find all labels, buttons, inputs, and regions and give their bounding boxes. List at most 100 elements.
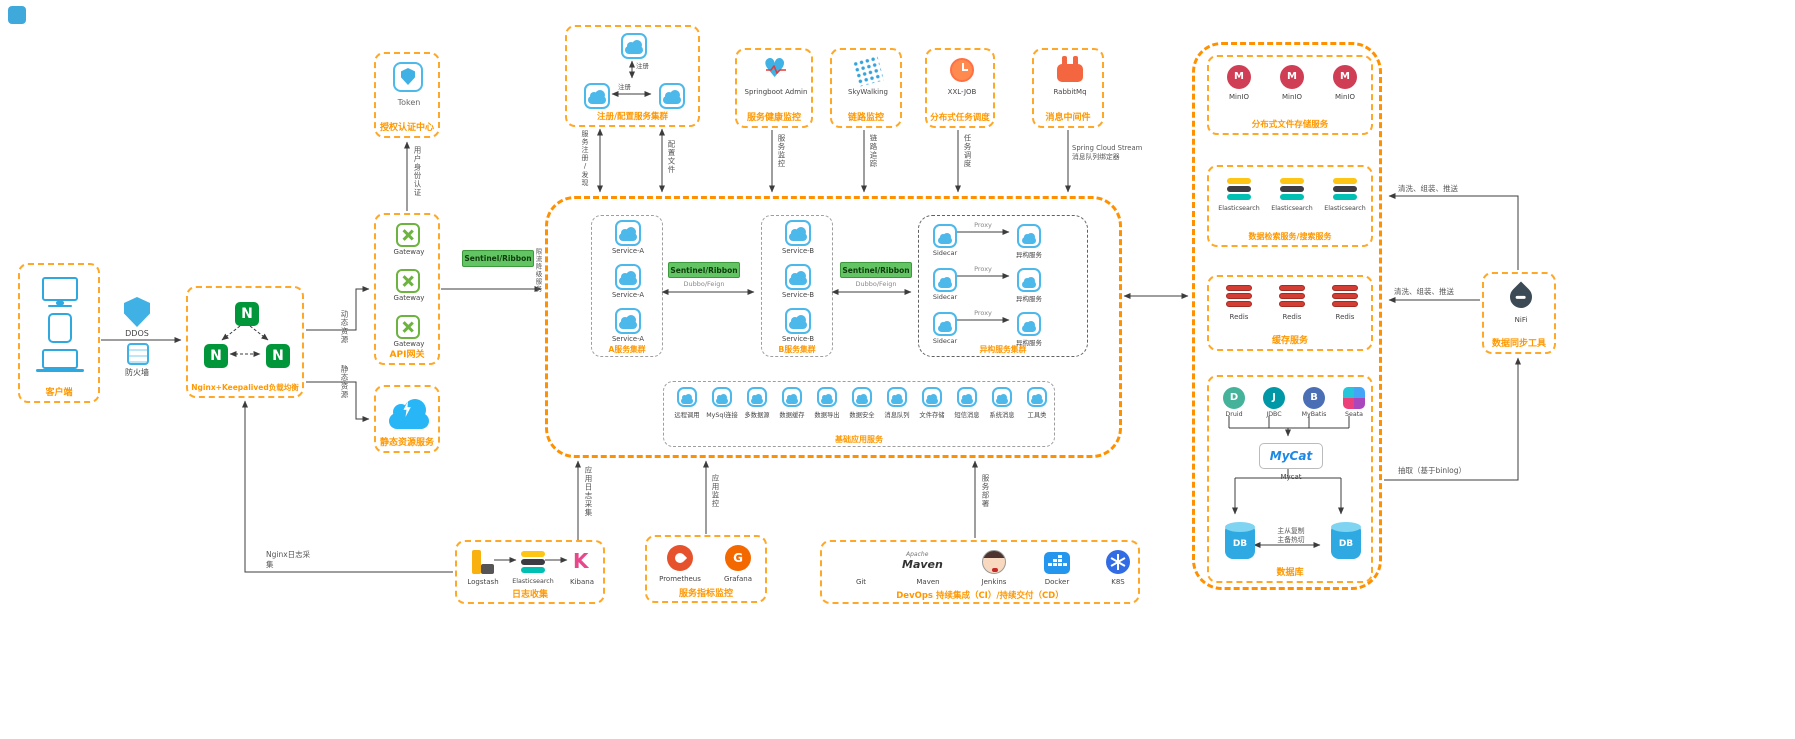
- gateway-icon: [396, 269, 420, 293]
- token-label: Token: [397, 98, 421, 107]
- redis-box: Redis Redis Redis 缓存服务: [1207, 275, 1373, 351]
- base-service-icon: [887, 387, 907, 407]
- jdbc-label: JDBC: [1266, 411, 1282, 418]
- static-resource-box: 静态资源服务: [374, 385, 440, 453]
- redis-label: Redis: [1282, 313, 1302, 321]
- base-service-label: MySql连接: [706, 412, 738, 419]
- docker-label: Docker: [1044, 578, 1070, 586]
- hetero-service-icon: [1017, 224, 1041, 248]
- base-service-icon: [817, 387, 837, 407]
- storage-super-box: M MinIO M MinIO M MinIO 分布式文件存储服务 Elasti…: [1192, 42, 1382, 590]
- app-corner-icon: [8, 6, 26, 24]
- service-a-icon: [615, 308, 641, 334]
- dubbo-feign-label: Dubbo/Feign: [855, 280, 897, 288]
- base-service-label: 多数据源: [744, 412, 770, 419]
- hetero-cluster-label: 异构服务集群: [979, 345, 1027, 354]
- database-box: D Druid J JDBC B MyBatis Seata MyCat Myc…: [1207, 375, 1373, 583]
- maven-label: Maven: [916, 578, 940, 586]
- metrics-label: 服务指标监控: [678, 589, 733, 599]
- base-service-label: 远程调用: [674, 412, 700, 419]
- service-b-label: Service-B: [782, 335, 814, 343]
- edge-clean-push: 清洗、组装、推送: [1398, 184, 1458, 193]
- base-service-icon: [1027, 387, 1047, 407]
- service-b-box: Service-B Service-B Service-B B服务集群: [761, 215, 833, 357]
- jdbc-icon: J: [1263, 387, 1285, 409]
- proxy-label: Proxy: [974, 265, 992, 273]
- metrics-box: Prometheus G Grafana 服务指标监控: [645, 535, 767, 603]
- minio-icon: M: [1280, 65, 1304, 89]
- registry-node-icon: [659, 83, 685, 109]
- laptop-icon: [42, 349, 78, 369]
- edge-app-log: 应用日志采集: [584, 466, 593, 517]
- k8s-label: K8S: [1111, 578, 1125, 586]
- base-service-label: 短信消息: [954, 412, 980, 419]
- jenkins-label: Jenkins: [981, 578, 1007, 586]
- minio-box: M MinIO M MinIO M MinIO 分布式文件存储服务: [1207, 55, 1373, 135]
- edge-app-monitor: 应用监控: [711, 474, 720, 508]
- monitor-stand: [56, 301, 64, 305]
- base-services-box: 远程调用 MySql连接 多数据源 数据缓存 数据导出 数据安全 消息队列 文件…: [663, 381, 1055, 447]
- base-service-label: 数据安全: [849, 412, 875, 419]
- springboot-admin-label: 服务健康监控: [746, 113, 801, 123]
- base-service-label: 工具类: [1027, 412, 1047, 419]
- base-services-label: 基础应用服务: [835, 435, 883, 444]
- api-gateway-label: API网关: [389, 350, 425, 360]
- es-box: Elasticsearch Elasticsearch Elasticsearc…: [1207, 165, 1373, 247]
- minio-cluster-label: 分布式文件存储服务: [1251, 120, 1329, 130]
- alarm-clock-icon: [950, 58, 974, 82]
- static-cloud-icon: [389, 399, 429, 429]
- base-service-label: 文件存储: [919, 412, 945, 419]
- edge-user-auth: 用户身份认证: [413, 146, 422, 197]
- service-a-label: Service-A: [611, 291, 645, 299]
- logstash-icon: [472, 550, 494, 574]
- seata-label: Seata: [1344, 411, 1364, 418]
- sentinel-ribbon-pill: Sentinel/Ribbon: [840, 262, 912, 278]
- edge-register-discover: 服务注册/发现: [581, 130, 589, 187]
- springboot-admin-title: Springboot Admin: [744, 88, 808, 96]
- druid-icon: D: [1223, 387, 1245, 409]
- es-label: Elasticsearch: [1271, 205, 1313, 212]
- elk-box: Logstash Elasticsearch K Kibana 日志收集: [455, 540, 605, 604]
- base-service-icon: [922, 387, 942, 407]
- minio-label: MinIO: [1229, 93, 1249, 101]
- es-label: Elasticsearch: [1324, 205, 1366, 212]
- service-a-icon: [615, 220, 641, 246]
- base-service-label: 数据缓存: [779, 412, 805, 419]
- grafana-icon: G: [725, 545, 751, 571]
- hetero-service-icon: [1017, 268, 1041, 292]
- redis-label: Redis: [1335, 313, 1355, 321]
- docker-icon: [1044, 552, 1070, 574]
- hetero-service-label: 异构服务: [1016, 339, 1042, 347]
- base-service-icon: [782, 387, 802, 407]
- git-icon: +: [850, 551, 874, 575]
- edge-deploy: 服务部署: [981, 474, 990, 508]
- rabbitmq-label: 消息中间件: [1045, 113, 1091, 123]
- elasticsearch-icon: [521, 550, 545, 574]
- monitor-base: [48, 305, 72, 307]
- registry-node-icon: [584, 83, 610, 109]
- sidecar-label: Sidecar: [932, 249, 958, 257]
- static-resource-label: 静态资源服务: [379, 438, 434, 448]
- token-shield-icon: [401, 68, 415, 85]
- nginx-icon: N: [235, 302, 259, 326]
- prometheus-icon: [667, 545, 693, 571]
- proxy-label: Proxy: [974, 309, 992, 317]
- base-service-icon: [677, 387, 697, 407]
- dubbo-feign-label: Dubbo/Feign: [683, 280, 725, 288]
- gateway-label: Gateway: [393, 340, 425, 348]
- nginx-icon: N: [204, 344, 228, 368]
- edge-sentinel-note: 限流降级服务: [534, 248, 542, 293]
- nifi-drop-icon: [1505, 281, 1537, 313]
- skywalking-title: SkyWalking: [848, 88, 888, 96]
- service-a-icon: [615, 264, 641, 290]
- laptop-base: [36, 369, 84, 372]
- client-box: 客户端: [18, 263, 100, 403]
- registry-label: 注册/配置服务集群: [596, 112, 669, 122]
- seata-icon: [1343, 387, 1365, 409]
- springboot-admin-box: ♥ Springboot Admin 服务健康监控: [735, 48, 813, 128]
- redis-label: Redis: [1229, 313, 1249, 321]
- rabbitmq-title: RabbitMq: [1053, 88, 1087, 96]
- redis-cluster-label: 缓存服务: [1271, 336, 1308, 346]
- mycat-label: Mycat: [1280, 473, 1302, 481]
